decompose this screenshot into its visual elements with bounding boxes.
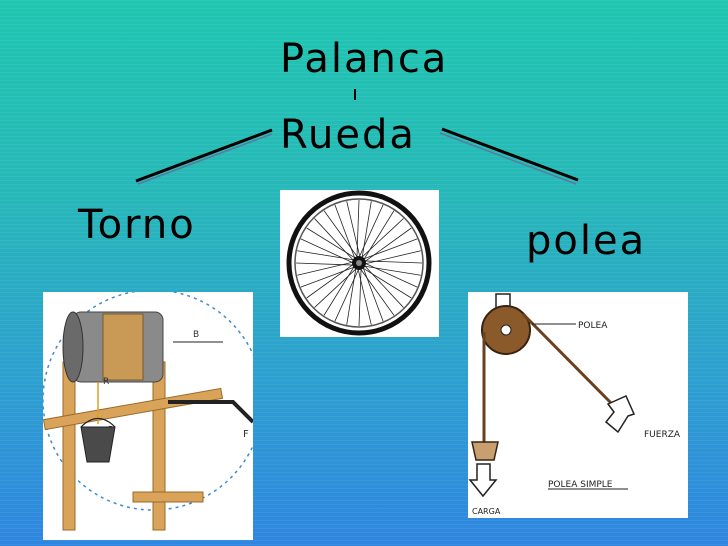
label-carga: CARGA [472, 507, 501, 516]
wheel-spoke [356, 199, 360, 258]
wheel-spoke [363, 210, 395, 260]
wheel-spoke [364, 265, 421, 276]
wheel-spoke [314, 268, 357, 308]
wheel-spoke [297, 261, 354, 276]
wheel-spoke [362, 267, 412, 299]
wheel-spoke [297, 250, 354, 261]
wheel-spoke [361, 201, 372, 258]
wheel-spoke [300, 238, 354, 264]
wheel-spoke [314, 218, 354, 261]
wheel-spoke [361, 218, 404, 258]
label-polea: POLEA [578, 321, 608, 331]
wheel-spoke [357, 268, 372, 325]
bicycle-wheel-image [280, 190, 439, 337]
word-rueda: Rueda [280, 112, 416, 158]
wheel-spoke [334, 268, 360, 322]
wheel-spoke [300, 266, 355, 288]
wheel-drawing [286, 190, 432, 336]
word-palanca: Palanca [280, 36, 449, 82]
wheel-spoke [323, 210, 358, 258]
label-r: R [103, 377, 109, 387]
torno-image: B F R B [43, 292, 253, 540]
wheel-spoke [346, 201, 361, 258]
wheel-spoke [364, 262, 418, 288]
label-f: F [243, 429, 249, 440]
label-bf: B [193, 330, 199, 340]
label-fuerza: FUERZA [644, 430, 681, 440]
wheel-spoke [306, 264, 354, 299]
wheel-spoke [364, 227, 412, 262]
wheel-spoke [358, 204, 384, 258]
wheel-spoke [323, 266, 355, 316]
wheel-spoke [346, 268, 357, 325]
wheel-spoke [364, 250, 421, 265]
wheel-spoke [362, 267, 384, 322]
wheel-spoke [360, 268, 395, 316]
wheel-spoke [358, 268, 362, 327]
wheel-spoke [364, 260, 423, 264]
wheel-spoke [363, 238, 418, 260]
torno-drawing: B F R B [43, 292, 253, 531]
wheel-spoke [364, 265, 404, 308]
word-polea: polea [526, 218, 647, 264]
wheel-spoke [334, 204, 356, 259]
wheel-spoke [306, 227, 356, 259]
word-torno: Torno [78, 202, 196, 248]
polea-drawing: POLEA FUERZA CARGA POLEA SIMPLE [468, 293, 681, 516]
polea-image: POLEA FUERZA CARGA POLEA SIMPLE [468, 292, 688, 518]
label-polea-simple: POLEA SIMPLE [548, 480, 613, 490]
wheel-spoke [295, 262, 354, 266]
